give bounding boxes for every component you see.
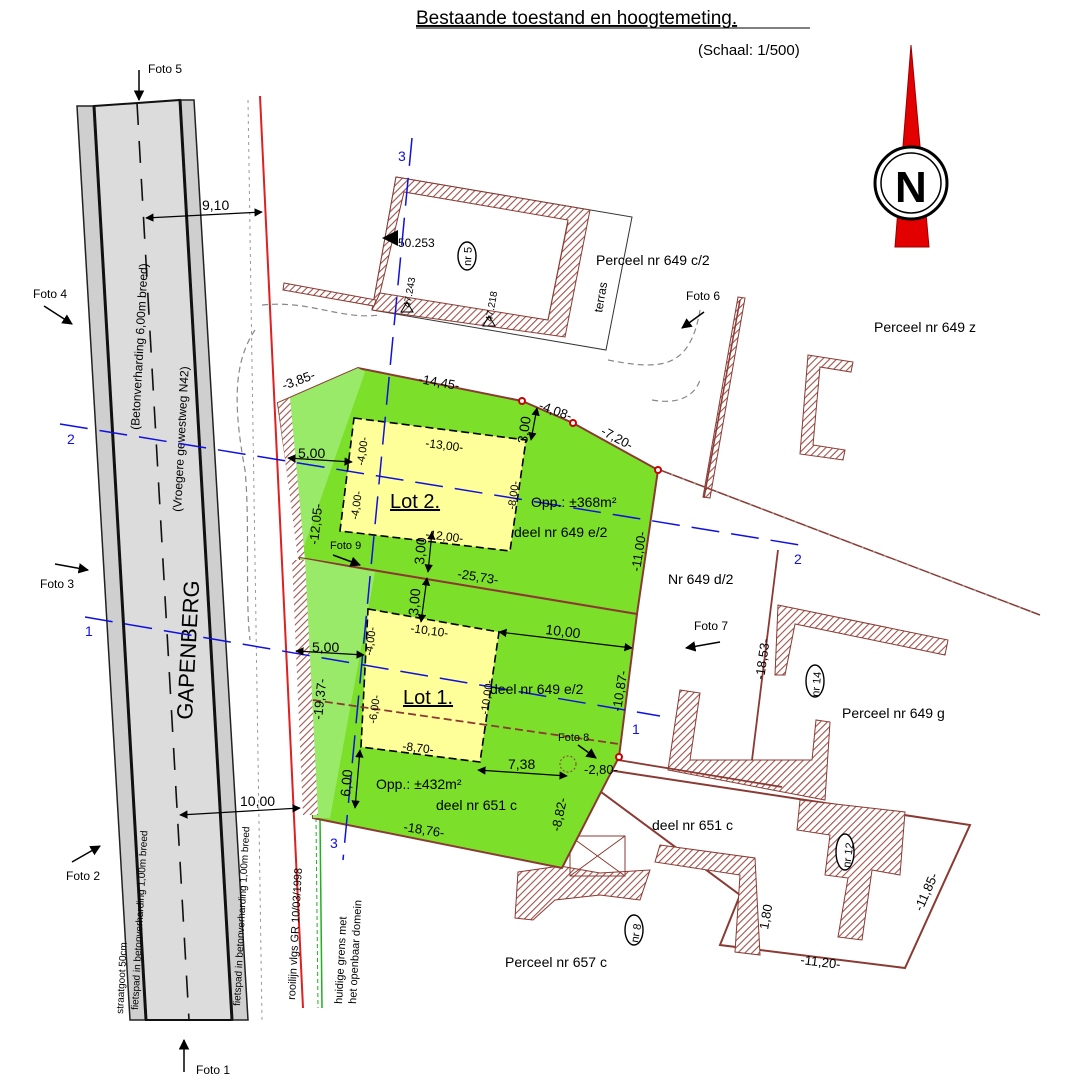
house-label-nr5: nr 5 xyxy=(462,247,475,266)
dim-25-73: -25,73- xyxy=(457,566,500,587)
level-47243: 47.243 xyxy=(402,276,418,308)
dim-10-10: -10,10- xyxy=(410,621,450,640)
dim-4-00-b: -4,00- xyxy=(349,490,365,520)
dim-18-76: -18,76- xyxy=(403,819,446,840)
house-nr12 xyxy=(561,762,972,970)
section-mark-3-bottom: 3 xyxy=(330,835,338,851)
photo-4-label: Foto 4 xyxy=(33,287,67,301)
dim-5-00-lot1: 5,00 xyxy=(312,639,339,655)
dim-11-00: -11,00- xyxy=(628,530,649,572)
dim-5-00-lot2: 5,00 xyxy=(298,445,325,461)
house-nr8 xyxy=(514,835,651,921)
photo-5-label: Foto 5 xyxy=(148,62,182,76)
house-right-top xyxy=(799,354,854,461)
dim-2-80: -2,80- xyxy=(584,762,618,777)
parcel-657-c: Perceel nr 657 c xyxy=(505,954,607,970)
level-47218: 47.218 xyxy=(484,290,500,322)
section-mark-2-right: 2 xyxy=(794,551,802,567)
house-nr14 xyxy=(667,604,949,801)
dim-10-00-vert: -10,00- xyxy=(479,679,496,716)
dimension-texts: 9,10 10,00 -3,85- -14,45- -4,08- -7,20- … xyxy=(202,197,941,972)
lot1-parcel-extra: deel nr 649 e/2 xyxy=(490,681,584,697)
dim-7-38: 7,38 xyxy=(508,756,535,772)
dimension-lines xyxy=(145,208,633,819)
dim-10-00-lot1: 10,00 xyxy=(545,621,582,641)
parcel-651-c: deel nr 651 c xyxy=(652,817,733,833)
dim-3-00-mid-a: 3,00 xyxy=(411,537,429,566)
dim-10-87: -10,87- xyxy=(609,669,630,712)
lot2-parcel: deel nr 649 e/2 xyxy=(514,524,608,540)
dim-12-05: -12,05- xyxy=(306,503,325,546)
dim-14-45: -14,45- xyxy=(417,371,460,393)
lot-1-area xyxy=(292,556,639,870)
dim-10-00-road: 10,00 xyxy=(240,793,275,809)
section-mark-1-right: 1 xyxy=(632,721,640,737)
parcel-649-z: Perceel nr 649 z xyxy=(874,319,976,335)
photo-1-label: Foto 1 xyxy=(196,1063,230,1077)
plan-title: Bestaande toestand en hoogtemeting. xyxy=(416,8,737,29)
house-label-nr14: nr 14 xyxy=(810,671,824,697)
lot1-parcel: deel nr 651 c xyxy=(436,797,517,813)
parcel-649-c2: Perceel nr 649 c/2 xyxy=(596,252,710,268)
section-mark-3-top: 3 xyxy=(398,148,406,164)
rooilijn-line xyxy=(259,95,304,1009)
dim-19-37: -19,37- xyxy=(310,678,329,721)
terrace-label: terras xyxy=(591,281,610,314)
gutter-label: straatgoot 50cm xyxy=(115,942,130,1014)
house-label-nr12: nr 12 xyxy=(841,842,856,869)
lot1-area: Opp.: ±432m² xyxy=(376,776,462,792)
section-mark-2-left: 2 xyxy=(67,431,75,447)
photo-3-label: Foto 3 xyxy=(40,577,74,591)
dim-12-00: -12,00- xyxy=(425,527,464,546)
photo-9-label: Foto 9 xyxy=(330,540,361,552)
north-arrow: N xyxy=(873,44,949,248)
photo-markers xyxy=(43,70,721,1072)
dim-8-00: -8,00- xyxy=(506,480,522,510)
dim-1-80: 1,80 xyxy=(756,903,775,931)
dim-6-00-inner: -6,00- xyxy=(367,694,383,724)
photo-6-label: Foto 6 xyxy=(686,289,720,303)
dim-9-10: 9,10 xyxy=(202,197,229,213)
parcel-649-d2: Nr 649 d/2 xyxy=(668,571,734,587)
border-label-line1: huidige grens met xyxy=(333,916,350,1004)
lot2-name: Lot 2. xyxy=(390,491,440,513)
level-50253: 50.253 xyxy=(398,236,435,250)
lot2-area: Opp.: ±368m² xyxy=(531,494,617,510)
north-letter: N xyxy=(895,163,927,212)
dim-4-00-a: -4,00- xyxy=(355,436,371,466)
lot1-name: Lot 1. xyxy=(403,687,453,709)
photo-7-label: Foto 7 xyxy=(694,619,728,633)
section-lines xyxy=(59,137,801,861)
house-nr5 xyxy=(371,176,633,351)
road xyxy=(76,98,263,1021)
parcel-649-g: Perceel nr 649 g xyxy=(842,705,945,721)
dim-4-00-c: -4,00- xyxy=(363,626,379,656)
dim-6-00-front: 6,00 xyxy=(337,769,355,798)
photo-8-label: Foto 8 xyxy=(558,732,589,744)
dim-11-20: -11,20- xyxy=(800,952,842,972)
dim-18-53: -18,53- xyxy=(752,638,773,681)
dim-8-82: -8,82- xyxy=(548,796,570,832)
border-label-line2: het openbaar domein xyxy=(347,900,364,1004)
dim-3-00-lot2-back: 3,00 xyxy=(514,415,534,444)
scale-label: (Schaal: 1/500) xyxy=(698,42,800,59)
section-mark-1-left: 1 xyxy=(85,623,93,639)
dim-8-70: -8,70- xyxy=(402,739,435,757)
house-label-nr8: nr 8 xyxy=(629,923,644,944)
dim-13-00: -13,00- xyxy=(425,436,464,455)
dim-3-00-mid-b: 3,00 xyxy=(405,588,423,617)
photo-2-label: Foto 2 xyxy=(66,869,100,883)
